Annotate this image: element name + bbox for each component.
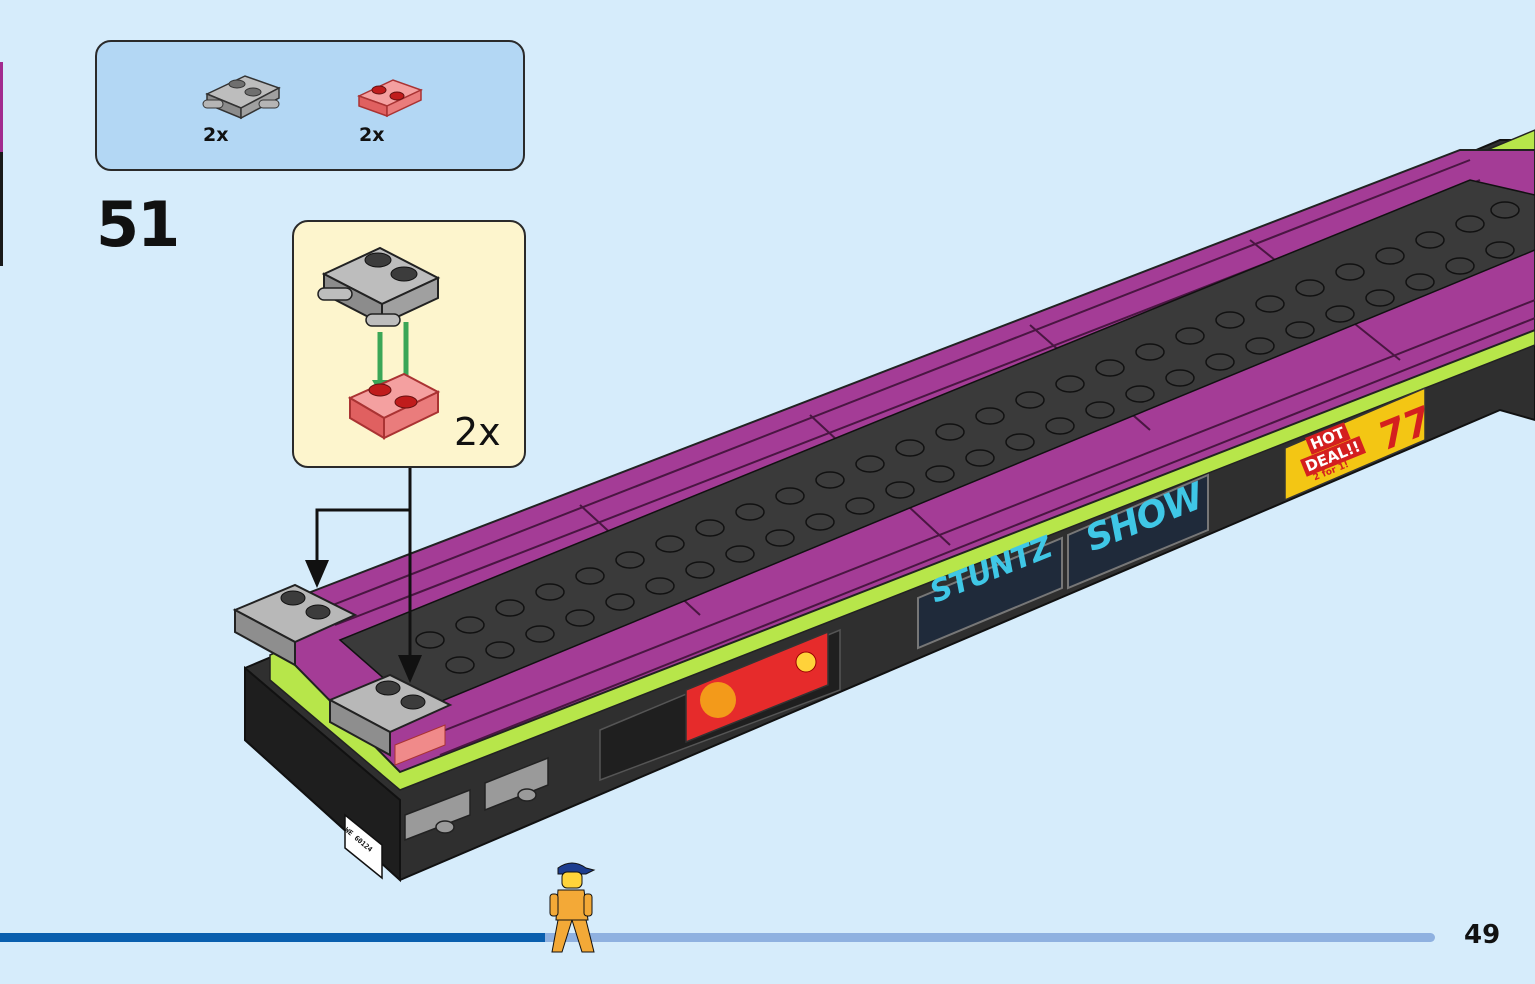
arrow-head-right <box>398 655 422 683</box>
part-qty-gray: 2x <box>203 124 229 146</box>
step-number: 51 <box>96 188 180 261</box>
progress-track <box>0 933 1435 942</box>
license-plate <box>344 813 383 880</box>
page-number: 49 <box>1464 920 1501 950</box>
subassembly-callout: 2x <box>292 220 526 468</box>
banner-show-panel <box>1067 473 1209 590</box>
trailer-front-face <box>244 665 401 883</box>
placement-arrows <box>315 468 412 665</box>
arrow-head-left <box>305 560 329 588</box>
installed-gray-plates <box>232 583 453 766</box>
minifigure-progress-icon <box>549 862 596 953</box>
progress-fill <box>0 933 545 942</box>
trans-red-plate-icon <box>357 79 423 118</box>
gray-plate-with-handle-icon <box>202 75 281 120</box>
banner-stuntz-panel <box>917 536 1063 650</box>
hot-sauce-icon <box>795 651 817 673</box>
subassembly-diagram <box>317 246 441 440</box>
studs <box>415 201 1520 674</box>
parts-list-box: 2x 2x <box>95 40 525 171</box>
callout-quantity: 2x <box>454 410 501 454</box>
page-edge-tab <box>0 62 3 266</box>
part-qty-red: 2x <box>359 124 385 146</box>
hitches <box>404 756 549 842</box>
mascot-icon <box>700 682 736 718</box>
page-edge-tab-accent <box>0 62 3 152</box>
